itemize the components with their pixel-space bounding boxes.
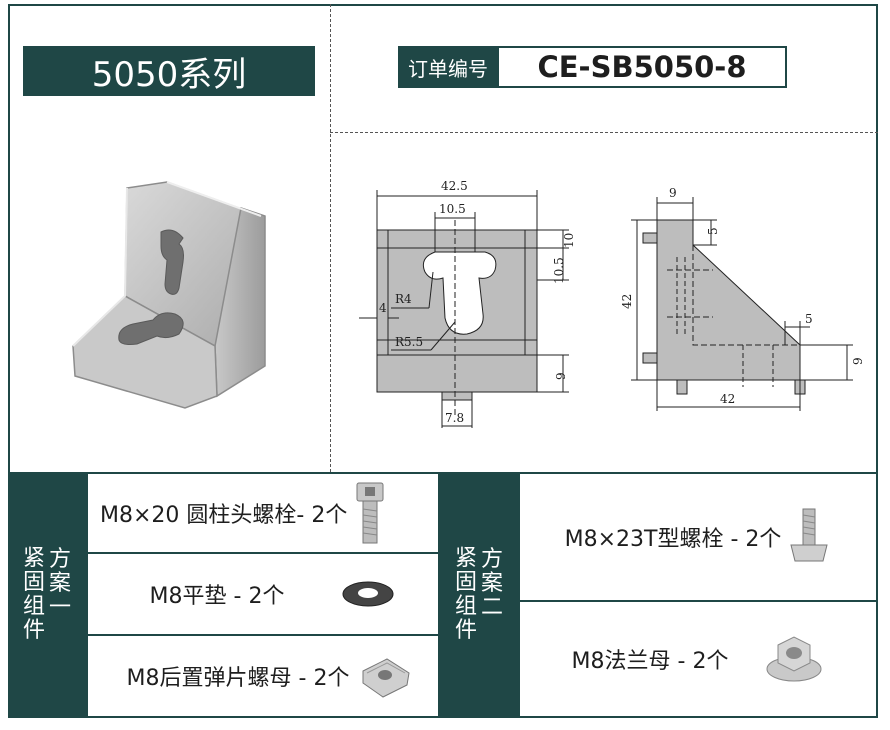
dim-width: 42	[720, 392, 735, 406]
tab-chars-plan: 方 案 二	[481, 547, 504, 620]
plan-two-tab: 紧 固 组 件 方 案 二	[440, 472, 518, 718]
series-title: 5050系列	[23, 46, 315, 96]
dim-height: 42	[620, 294, 634, 309]
radius-large: R5.5	[395, 335, 423, 349]
side-view-drawing: 9 5 42 5 9 42	[620, 186, 865, 411]
radius-small: R4	[395, 292, 412, 306]
dim-left: 4	[379, 301, 387, 315]
dim-total-width: 42.5	[441, 179, 468, 193]
dim-bottom-height: 9	[554, 372, 568, 380]
socket-head-bolt-icon	[356, 482, 384, 544]
tab-chars-plan: 方 案 一	[49, 547, 72, 620]
plan-one-tab: 紧 固 组 件 方 案 一	[8, 472, 86, 718]
dim-tab-width: 7.8	[445, 411, 464, 425]
plan2-item-label: M8法兰母 - 2个	[571, 649, 729, 674]
plan1-item-label: M8×20 圆柱头螺栓- 2个	[100, 503, 348, 528]
plan1-item-label: M8后置弹片螺母 - 2个	[126, 666, 350, 691]
spring-nut-icon	[362, 658, 411, 698]
tab-chars-fastener: 紧 固 组 件	[22, 546, 45, 643]
plan1-item-washer: M8平垫 - 2个	[88, 554, 438, 634]
order-number-label: 订单编号	[398, 46, 498, 88]
dim-top: 10	[562, 233, 576, 248]
t-bolt-icon	[790, 508, 829, 562]
dim-slot-height: 10.5	[552, 257, 566, 284]
plan2-item-flange-nut: M8法兰母 - 2个	[520, 602, 876, 716]
dim-top-width: 9	[669, 186, 677, 200]
vertical-dashed-divider	[330, 4, 331, 472]
front-view-drawing: 42.5 10.5 10 10.5 9 4 R4 R5.5 7.8	[359, 179, 576, 428]
order-number-value: CE-SB5050-8	[497, 46, 787, 88]
bracket-product-image	[72, 181, 266, 409]
tab-chars-fastener: 紧 固 组 件	[454, 546, 477, 643]
fastener-table: 紧 固 组 件 方 案 一 M8×20 圆柱头螺栓- 2个 M8平垫 - 2个 …	[8, 472, 878, 718]
dim-right-step: 5	[805, 312, 813, 326]
plan1-item-bolt: M8×20 圆柱头螺栓- 2个	[88, 474, 438, 552]
dim-slot-width: 10.5	[439, 202, 466, 216]
plan1-item-nut: M8后置弹片螺母 - 2个	[88, 636, 438, 716]
dim-right-height: 9	[851, 357, 865, 365]
plan1-item-label: M8平垫 - 2个	[149, 584, 285, 609]
dim-top-step: 5	[706, 227, 720, 235]
horizontal-dashed-divider	[330, 132, 878, 133]
flange-nut-icon	[766, 636, 822, 682]
plan2-item-label: M8×23T型螺栓 - 2个	[564, 527, 782, 552]
plan2-item-tbolt: M8×23T型螺栓 - 2个	[520, 474, 876, 600]
flat-washer-icon	[342, 581, 394, 607]
